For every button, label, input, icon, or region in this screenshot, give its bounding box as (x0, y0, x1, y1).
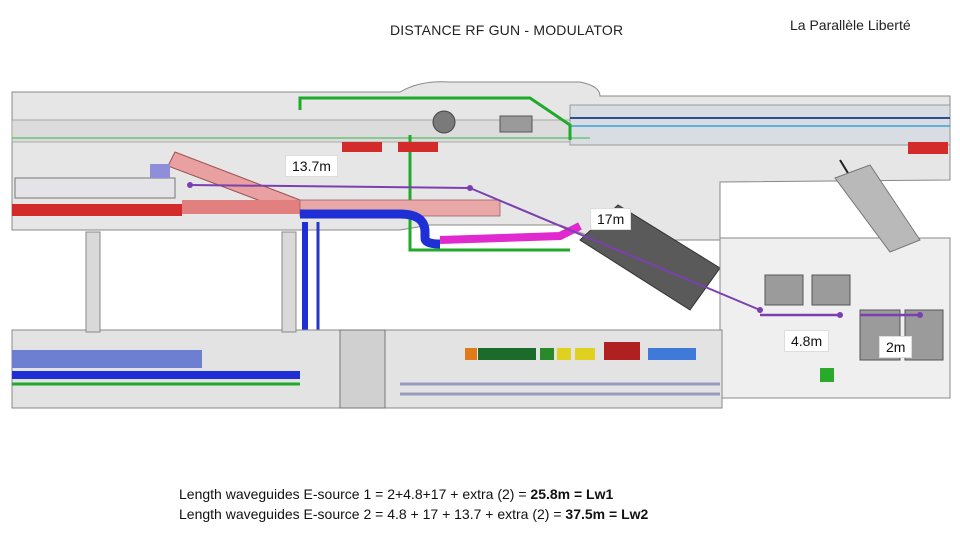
note-line-1: Length waveguides E-source 1 = 2+4.8+17 … (179, 484, 648, 504)
diagram-title: DISTANCE RF GUN - MODULATOR (390, 22, 624, 38)
note-2-text: Length waveguides E-source 2 = 4.8 + 17 … (179, 506, 566, 522)
green-frame (298, 96, 572, 140)
note-1-text: Length waveguides E-source 1 = 2+4.8+17 … (179, 486, 531, 502)
red-floor-band (12, 204, 182, 216)
note-2-result: 37.5m = Lw2 (565, 506, 649, 522)
note-line-2: Length waveguides E-source 2 = 4.8 + 17 … (179, 504, 648, 524)
red-module-1 (342, 142, 382, 152)
distance-label-1: 13.7m (285, 155, 338, 177)
distance-path (187, 182, 923, 318)
distance-label-3: 4.8m (784, 330, 830, 352)
calculation-notes: Length waveguides E-source 1 = 2+4.8+17 … (179, 484, 648, 524)
distance-label-4: 2m (879, 336, 913, 358)
magenta-waveguide (439, 222, 582, 244)
right-upper-band (569, 104, 951, 146)
blue-waveguide (300, 209, 441, 249)
brand-label: La Parallèle Liberté (790, 17, 911, 33)
valve (432, 110, 456, 134)
distance-label-2: 17m (590, 208, 632, 230)
modulator-a (764, 274, 804, 306)
note-1-result: 25.8m = Lw1 (530, 486, 614, 502)
